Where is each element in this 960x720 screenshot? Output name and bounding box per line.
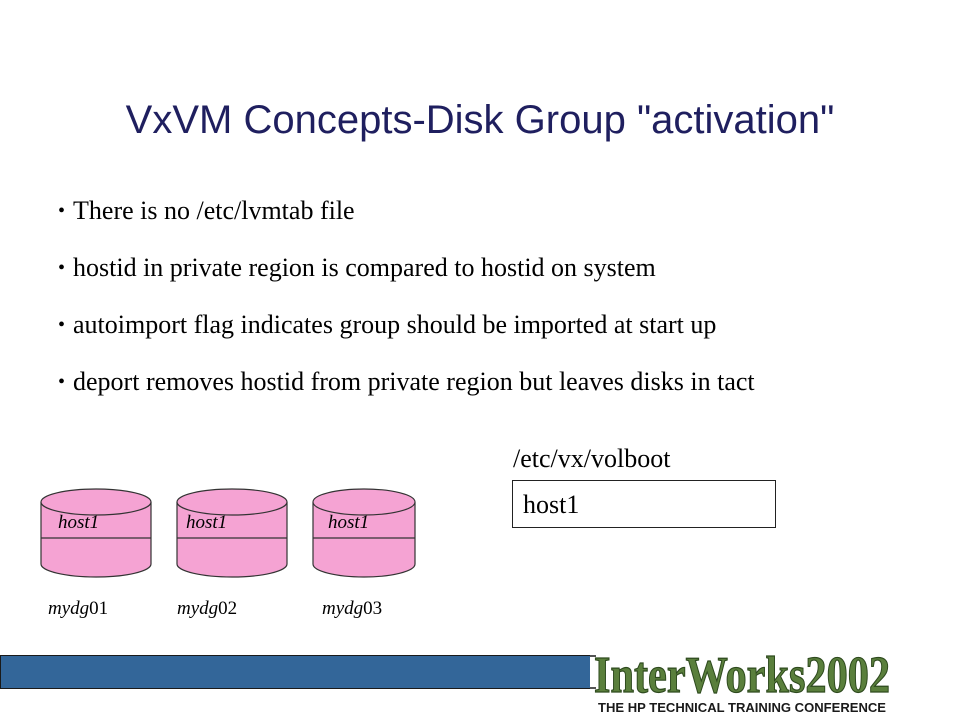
- disk-cylinder-icon: [312, 488, 416, 578]
- bullet-text: autoimport flag indicates group should b…: [73, 310, 717, 339]
- bullet-text: hostid in private region is compared to …: [73, 253, 656, 282]
- disk-host-label: host1: [328, 512, 370, 533]
- disk-host-label: host1: [58, 512, 100, 533]
- bullet-item: • There is no /etc/lvmtab file: [58, 196, 888, 226]
- disk-name-suffix: 02: [218, 598, 238, 619]
- disk-cylinder-icon: [176, 488, 288, 578]
- disk-name-prefix: mydg: [177, 598, 219, 619]
- interworks-logo: InterWorks2002 THE HP TECHNICAL TRAINING…: [590, 640, 960, 720]
- disk-name-prefix: mydg: [322, 598, 364, 619]
- bullet-text: There is no /etc/lvmtab file: [73, 196, 355, 225]
- footer-bar: [0, 655, 591, 689]
- bullet-list: • There is no /etc/lvmtab file • hostid in…: [58, 196, 888, 424]
- disk-name-prefix: mydg: [48, 598, 90, 619]
- slide-title: VxVM Concepts-Disk Group "activation": [125, 98, 835, 142]
- disk-mydg02: host1: [176, 488, 288, 584]
- volboot-label: /etc/vx/volboot: [513, 444, 671, 473]
- bullet-dot-icon: •: [58, 257, 66, 279]
- disk-host-label: host1: [186, 512, 228, 533]
- bullet-dot-icon: •: [58, 200, 66, 222]
- logo-wordmark: InterWorks2002: [594, 647, 890, 704]
- bullet-text: deport removes hostid from private regio…: [73, 367, 755, 396]
- disk-name-suffix: 03: [363, 598, 383, 619]
- bullet-item: • hostid in private region is compared to…: [58, 253, 888, 283]
- disk-name-suffix: 01: [89, 598, 109, 619]
- volboot-value: host1: [523, 490, 580, 519]
- bullet-dot-icon: •: [58, 314, 66, 336]
- disk-mydg03: host1: [312, 488, 422, 584]
- disk-name-label: mydg02: [177, 598, 237, 620]
- disk-name-label: mydg01: [48, 598, 108, 620]
- disk-name-label: mydg03: [322, 598, 382, 620]
- bullet-item: • deport removes hostid from private regi…: [58, 367, 888, 397]
- disk-cylinder-icon: [40, 488, 152, 578]
- bullet-dot-icon: •: [58, 371, 66, 393]
- logo-tagline: THE HP TECHNICAL TRAINING CONFERENCE: [598, 700, 886, 715]
- volboot-box: host1: [512, 480, 776, 528]
- disk-mydg01: host1: [40, 488, 152, 584]
- bullet-item: • autoimport flag indicates group should …: [58, 310, 888, 340]
